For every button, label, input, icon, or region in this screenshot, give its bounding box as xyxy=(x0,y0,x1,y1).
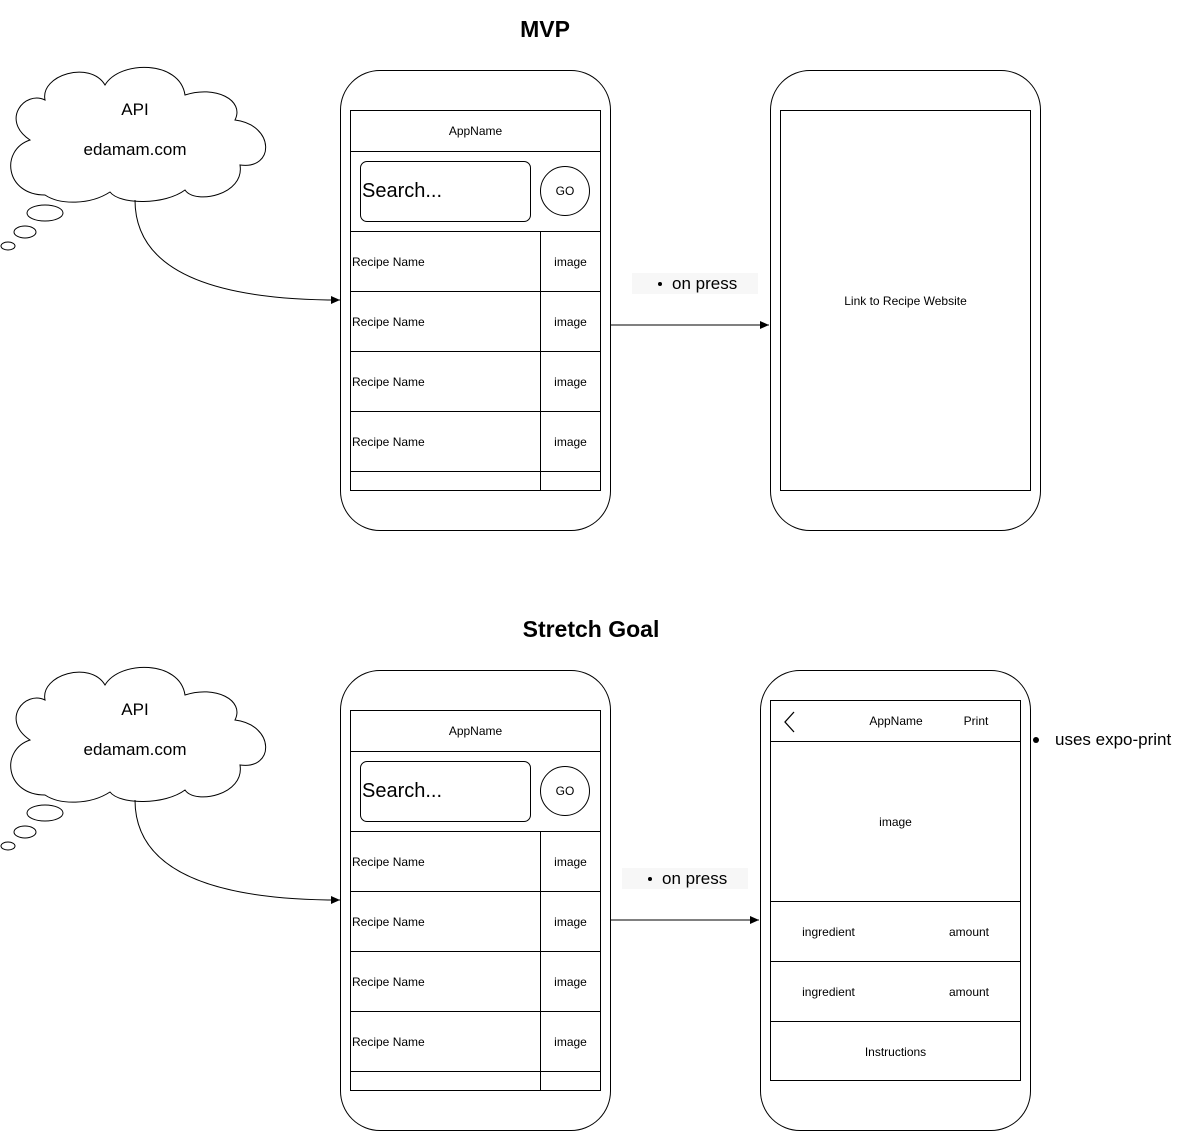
api-to-list-arrow xyxy=(134,799,341,904)
cloud-label-api: API xyxy=(121,700,149,719)
transition-label: on press xyxy=(622,868,748,889)
recipe-image: image xyxy=(554,374,587,389)
instructions-label: Instructions xyxy=(864,1044,927,1059)
list-screen: AppName Search... GO Recipe Name image R… xyxy=(350,110,601,491)
recipe-name: Recipe Name xyxy=(352,914,425,929)
ingredient-name: ingredient xyxy=(802,924,855,939)
column-divider xyxy=(540,231,541,491)
recipe-image: image xyxy=(879,814,912,829)
recipe-website-link[interactable]: Link to Recipe Website xyxy=(844,294,967,308)
ingredient-amount: amount xyxy=(948,984,990,999)
instructions-row: Instructions xyxy=(771,1021,1020,1081)
mvp-title: MVP xyxy=(520,16,570,42)
recipe-image: image xyxy=(554,854,587,869)
transition-label: on press xyxy=(632,273,758,294)
bullet-icon xyxy=(1033,737,1039,743)
recipe-name: Recipe Name xyxy=(352,1034,425,1049)
ingredient-row: ingredient amount xyxy=(771,961,1020,1021)
recipe-name: Recipe Name xyxy=(352,854,425,869)
stretch-goal-title: Stretch Goal xyxy=(522,616,660,642)
app-name-header: AppName xyxy=(448,724,503,738)
chevron-left-icon[interactable] xyxy=(783,711,797,733)
search-input[interactable]: Search... xyxy=(360,761,531,822)
recipe-image: image xyxy=(554,1034,587,1049)
api-cloud-stretch xyxy=(10,666,267,803)
app-name-header: AppName xyxy=(869,714,923,728)
ingredient-row: ingredient amount xyxy=(771,901,1020,961)
cloud-bubble xyxy=(13,225,37,239)
cloud-label-domain: edamam.com xyxy=(83,740,187,759)
list-item[interactable]: Recipe Name image xyxy=(351,411,600,471)
api-cloud-mvp xyxy=(10,66,267,203)
app-name-header: AppName xyxy=(448,124,503,138)
recipe-image: image xyxy=(554,974,587,989)
recipe-name: Recipe Name xyxy=(352,974,425,989)
expo-print-note: uses expo-print xyxy=(1033,728,1171,752)
search-bar-row: Search... GO xyxy=(351,751,600,831)
cloud-bubble xyxy=(26,204,64,222)
transition-label-text: on press xyxy=(672,273,738,293)
webview-screen: Link to Recipe Website xyxy=(780,110,1031,491)
api-to-list-arrow xyxy=(134,199,341,304)
list-item[interactable]: Recipe Name image xyxy=(351,831,600,891)
cloud-bubble xyxy=(0,241,16,251)
recipe-image-area: image xyxy=(771,741,1020,901)
bullet-icon xyxy=(648,876,652,881)
list-item[interactable]: Recipe Name image xyxy=(351,951,600,1011)
list-item[interactable]: Recipe Name image xyxy=(351,231,600,291)
list-item-partial xyxy=(351,471,600,491)
go-button[interactable]: GO xyxy=(540,166,590,216)
recipe-name: Recipe Name xyxy=(352,434,425,449)
list-item[interactable]: Recipe Name image xyxy=(351,351,600,411)
ingredient-name: ingredient xyxy=(802,984,855,999)
search-input[interactable]: Search... xyxy=(360,161,531,222)
recipe-name: Recipe Name xyxy=(352,314,425,329)
cloud-label-api: API xyxy=(121,100,149,119)
search-bar-row: Search... GO xyxy=(351,151,600,231)
list-screen: AppName Search... GO Recipe Name image R… xyxy=(350,710,601,1091)
print-button[interactable]: Print xyxy=(963,714,989,728)
cloud-bubble xyxy=(26,804,64,822)
cloud-label-domain: edamam.com xyxy=(83,140,187,159)
recipe-name: Recipe Name xyxy=(352,254,425,269)
recipe-detail-screen: AppName Print image ingredient amount in… xyxy=(770,700,1021,1081)
recipe-image: image xyxy=(554,914,587,929)
list-item-partial xyxy=(351,1071,600,1091)
recipe-image: image xyxy=(554,314,587,329)
list-item[interactable]: Recipe Name image xyxy=(351,1011,600,1071)
cloud-bubble xyxy=(13,825,37,839)
transition-label-text: on press xyxy=(662,868,728,888)
list-item[interactable]: Recipe Name image xyxy=(351,891,600,951)
go-button[interactable]: GO xyxy=(540,766,590,816)
list-item[interactable]: Recipe Name image xyxy=(351,291,600,351)
recipe-image: image xyxy=(554,434,587,449)
recipe-image: image xyxy=(554,254,587,269)
cloud-bubble xyxy=(0,841,16,851)
bullet-icon xyxy=(658,281,662,286)
recipe-name: Recipe Name xyxy=(352,374,425,389)
ingredient-amount: amount xyxy=(948,924,990,939)
expo-print-note-text: uses expo-print xyxy=(1055,730,1172,749)
column-divider xyxy=(540,831,541,1091)
